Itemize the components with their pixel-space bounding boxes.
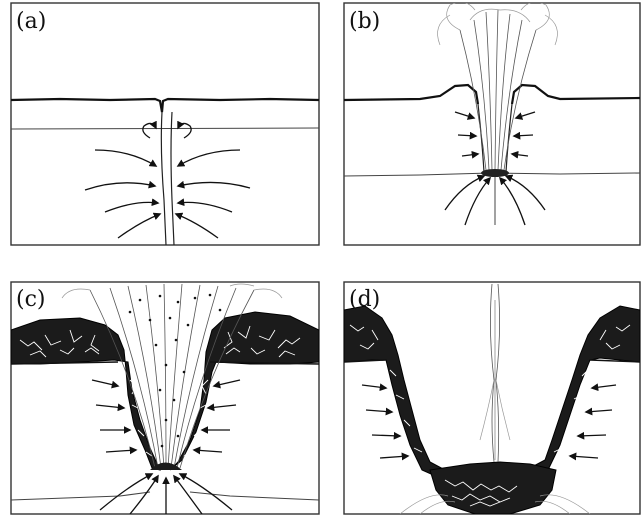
- panel-label-b: (b): [349, 9, 380, 34]
- panel-a: (a): [11, 3, 319, 245]
- panel-label-a: (a): [16, 9, 46, 34]
- panel-label-d: (d): [349, 287, 380, 312]
- panel-label-c: (c): [16, 287, 46, 312]
- panel-c: (c): [11, 282, 319, 514]
- panel-b: (b): [344, 2, 640, 245]
- panel-d: (d): [344, 282, 640, 514]
